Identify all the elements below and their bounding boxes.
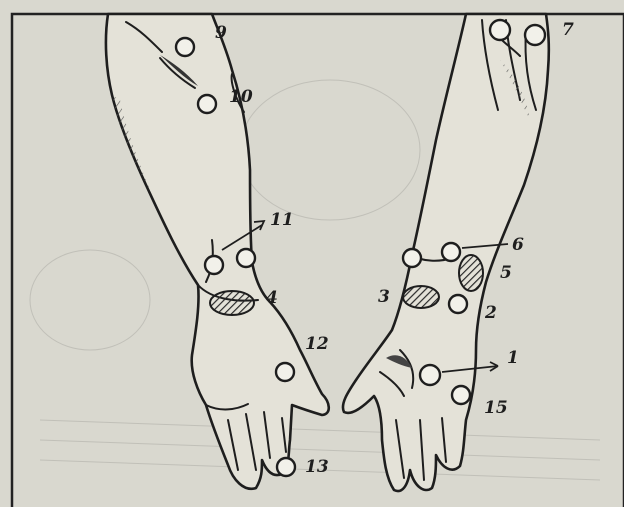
label-15: 15 [484, 398, 508, 418]
point-13-marker [277, 458, 295, 476]
point-15-marker [452, 386, 470, 404]
label-7: 7 [562, 20, 574, 40]
point-1-marker [420, 365, 440, 385]
label-12: 12 [305, 334, 329, 354]
point-3-area [403, 286, 439, 308]
label-6: 6 [512, 235, 524, 255]
point-6b-marker [442, 243, 460, 261]
point-4-area [210, 291, 254, 315]
point-2-marker [449, 295, 467, 313]
label-3: 3 [378, 287, 390, 307]
label-11: 11 [270, 210, 294, 230]
point-12-marker [276, 363, 294, 381]
label-10: 10 [229, 87, 253, 107]
point-7b-marker [525, 25, 545, 45]
label-2: 2 [484, 303, 497, 323]
point-10-marker [198, 95, 216, 113]
label-9: 9 [215, 23, 227, 43]
point-7a-marker [490, 20, 510, 40]
label-13: 13 [305, 457, 329, 477]
label-4: 4 [266, 288, 278, 308]
label-1: 1 [507, 348, 519, 368]
point-6a-marker [403, 249, 421, 267]
point-9-marker [176, 38, 194, 56]
point-11a-marker [205, 256, 223, 274]
label-5: 5 [500, 263, 512, 283]
point-11b-marker [237, 249, 255, 267]
point-5-area [459, 255, 483, 291]
